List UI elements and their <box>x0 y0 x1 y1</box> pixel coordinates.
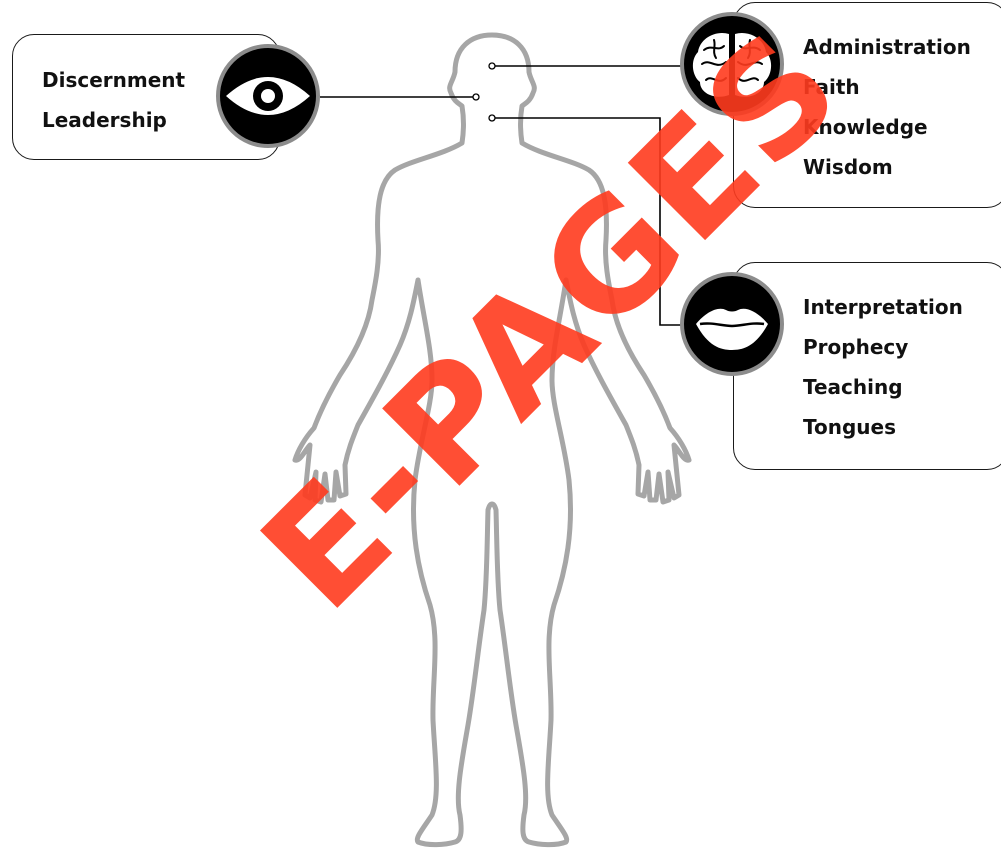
gift-item: Interpretation <box>803 295 963 319</box>
eye-gifts-list: Discernment Leadership <box>42 60 185 140</box>
gift-item: Tongues <box>803 415 896 439</box>
gift-item: Knowledge <box>803 115 928 139</box>
brain-gifts-list: Administration Faith Knowledge Wisdom <box>803 27 971 187</box>
connector-mouth <box>495 117 682 326</box>
dot-brain <box>488 62 496 70</box>
gift-item: Faith <box>803 75 860 99</box>
dot-eye <box>472 93 480 101</box>
gift-item: Wisdom <box>803 155 893 179</box>
gift-item: Administration <box>803 35 971 59</box>
gift-item: Prophecy <box>803 335 909 359</box>
connector-lines <box>320 65 682 326</box>
mouth-gifts-list: Interpretation Prophecy Teaching Tongues <box>803 287 963 447</box>
connector-dots <box>472 62 496 122</box>
gift-item: Teaching <box>803 375 903 399</box>
dot-mouth <box>488 114 496 122</box>
gift-item: Discernment <box>42 68 186 92</box>
gift-item: Leadership <box>42 108 167 132</box>
human-silhouette <box>292 32 692 848</box>
